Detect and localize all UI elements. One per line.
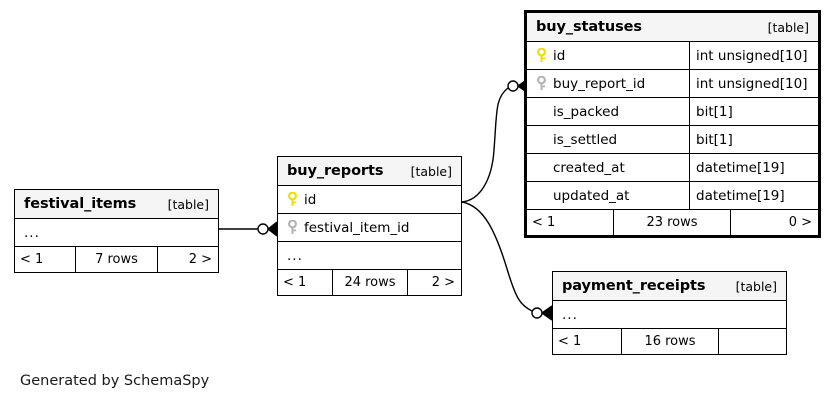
footer-rowcount-buy_statuses: 23 rows: [613, 210, 731, 235]
relationship-buy_reports-buy_statuses: [461, 78, 529, 203]
column-name-cell-buy_statuses-id: id: [527, 42, 689, 69]
column-label-buy_statuses-is_packed: is_packed: [553, 103, 620, 120]
footer-rowcount-payment_receipts: 16 rows: [621, 329, 719, 354]
footer-next-buy_reports[interactable]: 2 >: [431, 275, 455, 290]
primary-key-icon: [287, 191, 298, 207]
footer-prev-buy_reports[interactable]: < 1: [283, 275, 307, 290]
column-type-buy_statuses-is_packed: bit[1]: [689, 98, 818, 125]
column-name-cell-buy_statuses-created_at: created_at: [527, 154, 689, 181]
columns-collapsed-indicator-festival_items[interactable]: ...: [15, 219, 218, 247]
column-type-buy_statuses-created_at: datetime[19]: [689, 154, 818, 181]
column-row-buy_statuses-is_settled[interactable]: is_settled bit[1]: [527, 126, 818, 154]
table-header-payment_receipts: payment_receipts [table]: [553, 272, 786, 301]
table-header-buy_reports: buy_reports [table]: [278, 157, 461, 186]
column-row-buy_statuses-buy_report_id[interactable]: buy_report_id int unsigned[10]: [527, 70, 818, 98]
table-buy_reports[interactable]: buy_reports [table] id: [277, 156, 462, 296]
relationship-festival_items-buy_reports: [219, 221, 278, 237]
column-label-buy_statuses-created_at: created_at: [553, 159, 625, 176]
columns-collapsed-indicator-buy_reports[interactable]: ...: [278, 242, 461, 270]
column-row-buy_reports-festival_item_id[interactable]: festival_item_id: [278, 214, 461, 242]
column-name-cell-buy_statuses-is_packed: is_packed: [527, 98, 689, 125]
generated-by-caption: Generated by SchemaSpy: [20, 373, 210, 389]
column-label-buy_statuses-is_settled: is_settled: [553, 131, 618, 148]
table-title-festival_items: festival_items: [24, 196, 137, 212]
footer-prev-payment_receipts[interactable]: < 1: [558, 334, 582, 349]
table-footer-buy_reports: < 1 24 rows 2 >: [278, 270, 461, 295]
table-title-buy_reports: buy_reports: [287, 163, 384, 179]
table-title-buy_statuses: buy_statuses: [536, 19, 642, 35]
column-type-buy_statuses-id: int unsigned[10]: [689, 42, 818, 69]
column-row-buy_statuses-is_packed[interactable]: is_packed bit[1]: [527, 98, 818, 126]
column-label-buy_statuses-id: id: [553, 47, 566, 64]
table-header-festival_items: festival_items [table]: [15, 190, 218, 219]
table-buy_statuses[interactable]: buy_statuses [table] id int unsigned[10]: [524, 10, 821, 238]
column-label-buy_statuses-buy_report_id: buy_report_id: [553, 75, 646, 92]
column-label-buy_reports-id: id: [304, 191, 317, 208]
column-row-buy_statuses-updated_at[interactable]: updated_at datetime[19]: [527, 182, 818, 210]
footer-rowcount-festival_items: 7 rows: [75, 247, 158, 272]
primary-key-icon: [536, 47, 547, 63]
footer-next-buy_statuses[interactable]: 0 >: [788, 215, 812, 230]
table-kind-label-festival_items: [table]: [167, 196, 209, 212]
column-name-cell-buy_reports-id: id: [278, 186, 461, 213]
column-label-buy_statuses-updated_at: updated_at: [553, 187, 630, 204]
table-festival_items[interactable]: festival_items [table] ... < 1 7 rows 2 …: [14, 189, 219, 273]
footer-next-payment_receipts[interactable]: [719, 329, 786, 354]
column-label-buy_reports-festival_item_id: festival_item_id: [304, 219, 410, 236]
foreign-key-icon: [287, 219, 298, 235]
footer-prev-festival_items[interactable]: < 1: [20, 252, 44, 267]
column-row-buy_reports-id[interactable]: id: [278, 186, 461, 214]
table-footer-buy_statuses: < 1 23 rows 0 >: [527, 210, 818, 235]
column-row-buy_statuses-created_at[interactable]: created_at datetime[19]: [527, 154, 818, 182]
table-footer-festival_items: < 1 7 rows 2 >: [15, 247, 218, 272]
footer-next-festival_items[interactable]: 2 >: [188, 252, 212, 267]
columns-collapsed-indicator-payment_receipts[interactable]: ...: [553, 301, 786, 329]
table-payment_receipts[interactable]: payment_receipts [table] ... < 1 16 rows: [552, 271, 787, 355]
column-name-cell-buy_statuses-buy_report_id: buy_report_id: [527, 70, 689, 97]
foreign-key-icon: [536, 75, 547, 91]
column-name-cell-buy_statuses-is_settled: is_settled: [527, 126, 689, 153]
table-footer-payment_receipts: < 1 16 rows: [553, 329, 786, 354]
column-row-buy_statuses-id[interactable]: id int unsigned[10]: [527, 42, 818, 70]
column-type-buy_statuses-buy_report_id: int unsigned[10]: [689, 70, 818, 97]
column-type-buy_statuses-updated_at: datetime[19]: [689, 182, 818, 209]
table-title-payment_receipts: payment_receipts: [562, 278, 706, 294]
table-kind-label-buy_reports: [table]: [410, 163, 452, 179]
table-kind-label-buy_statuses: [table]: [767, 19, 809, 35]
footer-rowcount-buy_reports: 24 rows: [332, 270, 408, 295]
table-kind-label-payment_receipts: [table]: [735, 278, 777, 294]
column-type-buy_statuses-is_settled: bit[1]: [689, 126, 818, 153]
table-header-buy_statuses: buy_statuses [table]: [527, 13, 818, 42]
column-name-cell-buy_statuses-updated_at: updated_at: [527, 182, 689, 209]
footer-prev-buy_statuses[interactable]: < 1: [532, 215, 556, 230]
column-name-cell-buy_reports-festival_item_id: festival_item_id: [278, 214, 461, 241]
